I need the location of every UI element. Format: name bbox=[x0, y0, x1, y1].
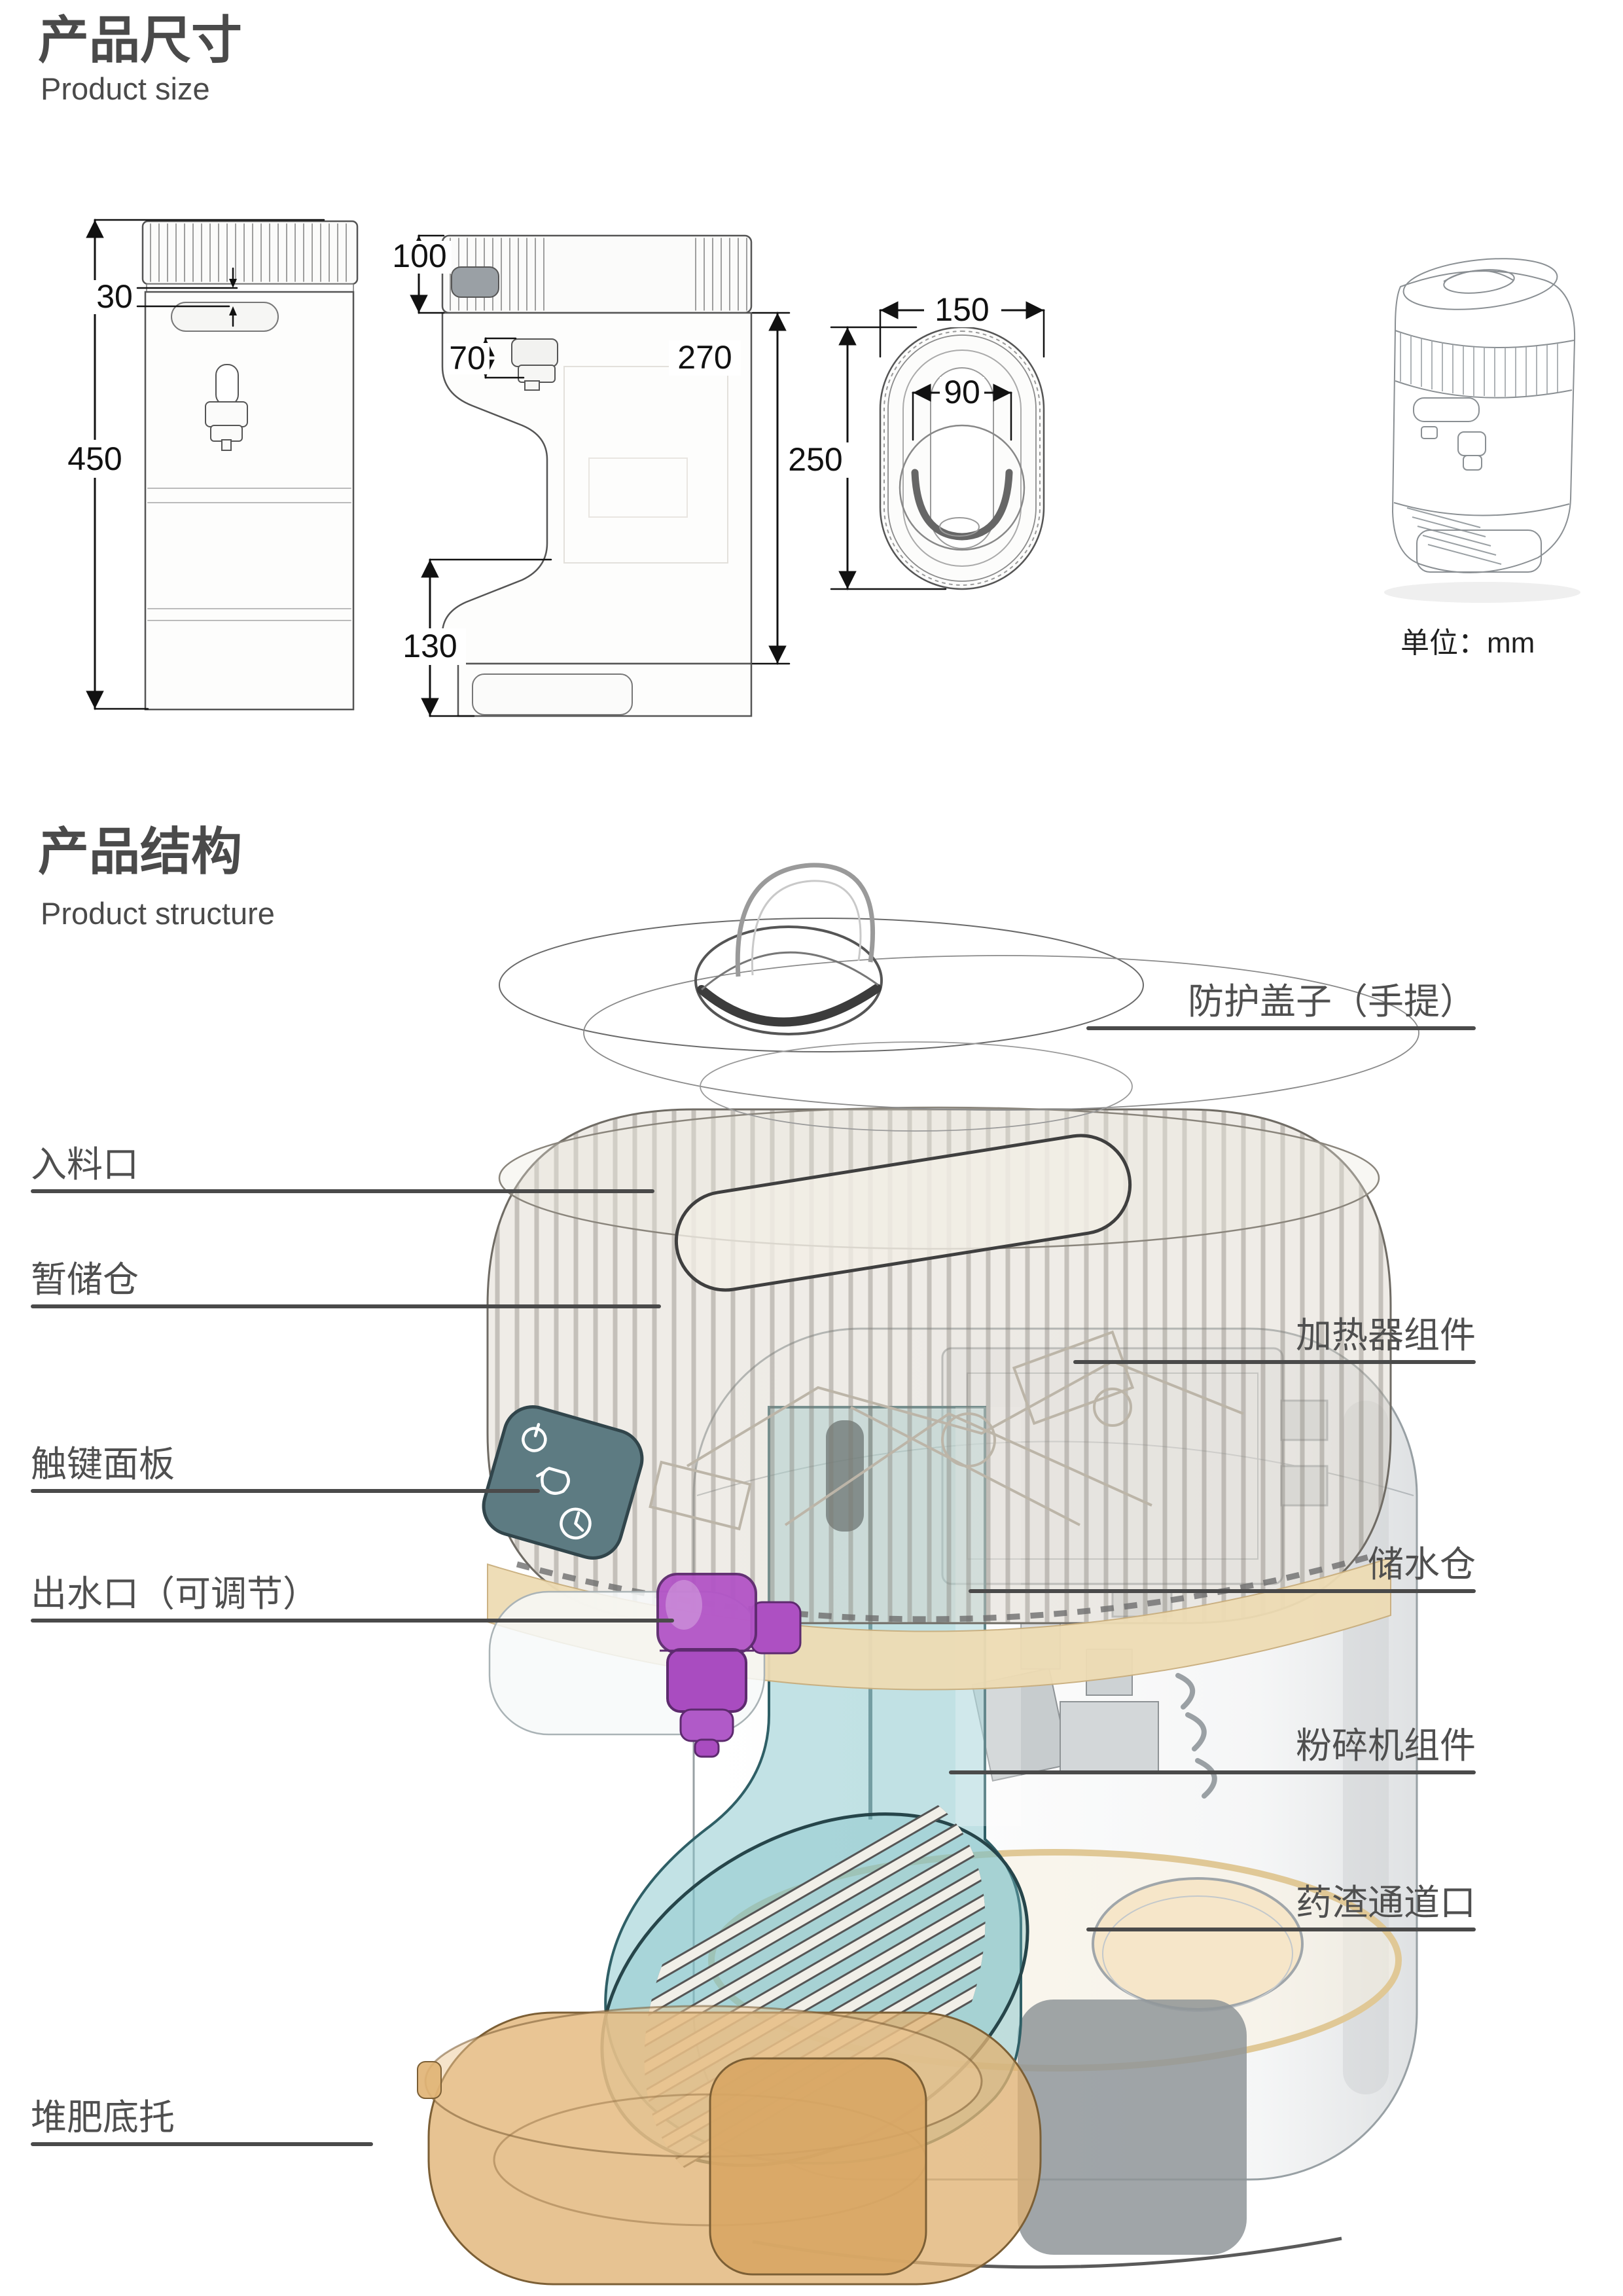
heater-assembly bbox=[649, 1330, 1244, 1531]
timer-icon bbox=[560, 1507, 592, 1540]
leader-line bbox=[949, 1770, 1476, 1774]
protective-lid bbox=[499, 863, 1419, 1132]
callout-lid: 防护盖子（手提） bbox=[1086, 980, 1476, 1030]
callout-inlet-label: 入料口 bbox=[31, 1144, 139, 1185]
svg-text:90: 90 bbox=[944, 374, 980, 410]
callout-heater-label: 加热器组件 bbox=[1295, 1315, 1476, 1355]
svg-text:270: 270 bbox=[677, 339, 732, 376]
leader-line bbox=[31, 1304, 661, 1308]
dim-side-body: 270 bbox=[669, 312, 791, 665]
storage-hopper bbox=[486, 1106, 1392, 1736]
leader-line bbox=[31, 1489, 540, 1493]
callout-reservoir: 储水仓 bbox=[969, 1543, 1476, 1593]
dim-top-width: 150 bbox=[879, 291, 1045, 358]
structure-diagram bbox=[417, 863, 1419, 2286]
leader-line bbox=[31, 1189, 654, 1193]
dim-top-inner: 90 bbox=[912, 374, 1012, 441]
size-section-title-en: Product size bbox=[41, 71, 210, 106]
leader-line bbox=[31, 2142, 373, 2146]
callout-panel: 触键面板 bbox=[31, 1443, 540, 1493]
control-panel bbox=[482, 1405, 644, 1560]
callout-tray-label: 堆肥底托 bbox=[31, 2097, 175, 2138]
top-view: 150 90 250 bbox=[779, 291, 1045, 590]
callout-grinder: 粉碎机组件 bbox=[949, 1725, 1476, 1774]
callout-lid-label: 防护盖子（手提） bbox=[1187, 981, 1476, 1022]
svg-text:130: 130 bbox=[402, 628, 457, 664]
dim-top-depth: 250 bbox=[779, 326, 947, 590]
water-spout bbox=[656, 1573, 802, 1758]
callout-heater: 加热器组件 bbox=[1073, 1314, 1476, 1364]
callout-inlet: 入料口 bbox=[31, 1143, 654, 1193]
leader-line bbox=[1073, 1360, 1476, 1364]
structure-section-title-en: Product structure bbox=[41, 896, 275, 931]
side-view: 100 70 270 bbox=[389, 234, 791, 717]
callout-tray: 堆肥底托 bbox=[31, 2096, 373, 2146]
perspective-spout bbox=[1457, 431, 1486, 471]
callout-hopper-label: 暂储仓 bbox=[31, 1259, 139, 1300]
svg-text:450: 450 bbox=[67, 440, 122, 477]
callout-panel-label: 触键面板 bbox=[31, 1444, 175, 1484]
svg-text:250: 250 bbox=[788, 441, 842, 478]
callout-hopper: 暂储仓 bbox=[31, 1259, 661, 1308]
hopper-ribs bbox=[495, 1109, 1383, 1623]
front-inlet-slot bbox=[171, 302, 279, 332]
front-cap-ribs bbox=[150, 223, 347, 282]
svg-text:30: 30 bbox=[96, 278, 133, 315]
front-spout bbox=[205, 364, 248, 451]
lid-handle bbox=[735, 863, 875, 977]
callout-grinder-label: 粉碎机组件 bbox=[1295, 1725, 1476, 1766]
compost-tray bbox=[417, 2005, 1042, 2286]
leader-line bbox=[31, 1619, 674, 1623]
svg-text:70: 70 bbox=[449, 340, 486, 376]
leader-line bbox=[969, 1589, 1476, 1593]
side-inlet-slot bbox=[451, 266, 499, 298]
dim-front-spout-gap: 30 bbox=[93, 267, 238, 327]
callout-reservoir-label: 储水仓 bbox=[1367, 1544, 1476, 1585]
leader-line bbox=[1086, 1928, 1476, 1931]
svg-text:100: 100 bbox=[392, 238, 446, 274]
structure-section-title-cn: 产品结构 bbox=[38, 823, 243, 880]
side-spout bbox=[511, 338, 558, 391]
dim-side-lid: 100 bbox=[389, 234, 452, 314]
callout-residue-port-label: 药渣通道口 bbox=[1295, 1882, 1476, 1923]
dim-side-base: 130 bbox=[394, 558, 552, 717]
top-c-ring bbox=[911, 469, 1013, 541]
perspective-view bbox=[1384, 258, 1580, 603]
dim-side-spout: 70 bbox=[446, 337, 525, 379]
svg-text:150: 150 bbox=[935, 291, 989, 328]
power-icon bbox=[522, 1423, 547, 1452]
kettle-icon bbox=[536, 1467, 570, 1495]
callout-residue-port: 药渣通道口 bbox=[1086, 1882, 1476, 1931]
leader-line bbox=[1086, 1026, 1476, 1030]
unit-label: 单位：mm bbox=[1400, 627, 1535, 659]
callout-spout-label: 出水口（可调节） bbox=[31, 1573, 319, 1614]
size-section-title-cn: 产品尺寸 bbox=[38, 11, 243, 69]
front-view: 450 30 bbox=[62, 219, 359, 711]
inlet-slot bbox=[674, 1134, 1132, 1292]
callout-spout: 出水口（可调节） bbox=[31, 1573, 674, 1623]
